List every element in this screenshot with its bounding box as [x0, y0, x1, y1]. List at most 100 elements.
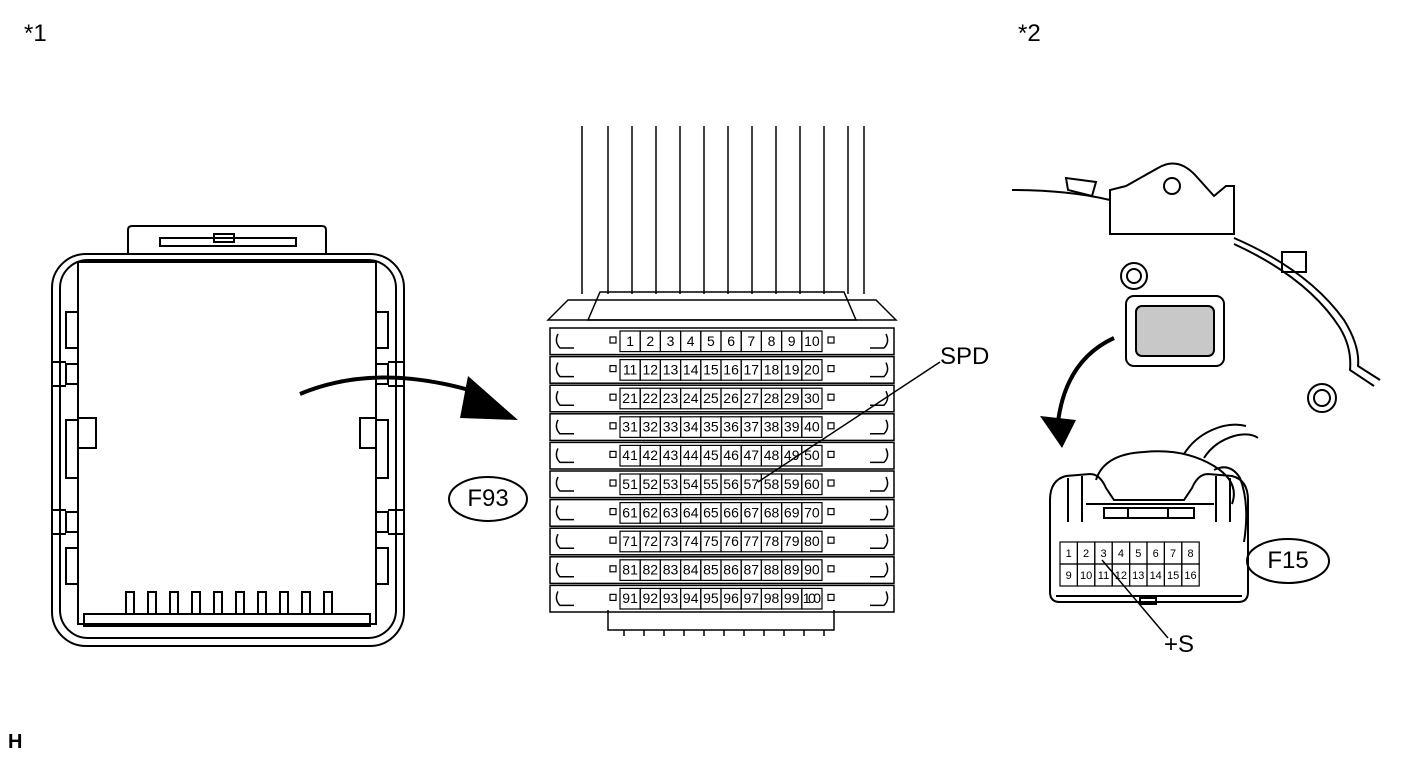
pin-number: 30	[804, 390, 820, 406]
pin-number: 15	[1167, 570, 1179, 582]
pin-number: 98	[764, 590, 780, 606]
pin-number: 37	[744, 419, 760, 435]
pin-number: 55	[703, 476, 719, 492]
pin-number: 10	[1080, 570, 1092, 582]
pin-number: 52	[643, 476, 659, 492]
pin-number: 79	[784, 533, 800, 549]
pin-number: 56	[723, 476, 739, 492]
pin-number: 21	[622, 390, 638, 406]
pin-number: 12	[643, 361, 659, 377]
pin-number: 80	[804, 533, 820, 549]
pin-number: 73	[663, 533, 679, 549]
pin-number: 72	[643, 533, 659, 549]
pin-number: 42	[643, 447, 659, 463]
pin-number: 9	[1066, 570, 1072, 582]
pin-number: 5	[707, 333, 715, 349]
pin-number: 1	[1066, 548, 1072, 560]
pin-number: 4	[687, 333, 695, 349]
pin-number: 59	[784, 476, 800, 492]
pin-number: 9	[788, 333, 796, 349]
pin-number: 54	[683, 476, 699, 492]
pin-number: 82	[643, 562, 659, 578]
pin-number: 20	[804, 361, 820, 377]
pin-number: 27	[744, 390, 760, 406]
pin-number: 19	[784, 361, 800, 377]
pin-number: 13	[663, 361, 679, 377]
pin-number: 90	[804, 562, 820, 578]
pin-number: 11	[1098, 570, 1109, 582]
pin-number: 7	[1170, 548, 1176, 560]
pin-number: 74	[683, 533, 699, 549]
ecu-housing	[51, 225, 405, 647]
pin-cell	[801, 330, 823, 353]
pin-number: 96	[723, 590, 739, 606]
pin-number: 16	[723, 361, 739, 377]
plus-s-leader-line	[1101, 559, 1169, 639]
pin-number: 69	[784, 504, 800, 520]
pin-cell	[801, 587, 823, 610]
pin-number: 14	[683, 361, 699, 377]
spd-callout-label: SPD	[940, 343, 990, 370]
pin-number: 18	[764, 361, 780, 377]
pin-number: 99	[784, 590, 800, 606]
pin-number: 85	[703, 562, 719, 578]
pin-cell	[801, 444, 823, 467]
pin-number: 87	[744, 562, 760, 578]
pin-number: 2	[1083, 548, 1089, 560]
pin-number: 92	[643, 590, 659, 606]
pin-cell	[801, 530, 823, 553]
pin-number: 7	[747, 333, 755, 349]
pin-cell	[801, 359, 823, 381]
corner-mark: H	[8, 731, 23, 753]
f15-label: F15	[1267, 547, 1309, 574]
pin-number: 8	[1187, 548, 1193, 560]
pin-number: 97	[744, 590, 760, 606]
pin-number: 24	[683, 390, 699, 406]
pin-number: 64	[683, 504, 699, 520]
pin-number: 32	[643, 419, 659, 435]
pin-number: 13	[1132, 570, 1144, 582]
pin-number: 46	[723, 447, 739, 463]
pin-number: 45	[703, 447, 719, 463]
pin-number: 100	[803, 590, 821, 606]
pin-number: 88	[764, 562, 780, 578]
pin-number: 89	[784, 562, 800, 578]
figure-ref-2: *2	[1018, 20, 1041, 47]
pin-number: 26	[723, 390, 739, 406]
pin-number: 53	[663, 476, 679, 492]
pin-number: 31	[622, 419, 638, 435]
right-arrow	[1040, 336, 1115, 448]
pin-number: 62	[643, 504, 659, 520]
pin-number: 71	[622, 533, 638, 549]
pin-number: 10	[804, 333, 820, 349]
pin-number: 75	[703, 533, 719, 549]
pin-number: 41	[622, 447, 638, 463]
pin-number: 77	[744, 533, 760, 549]
pin-number: 94	[683, 590, 699, 606]
pin-number: 51	[622, 476, 638, 492]
pin-number: 83	[663, 562, 679, 578]
pin-number: 23	[663, 390, 679, 406]
pin-number: 33	[663, 419, 679, 435]
pin-number: 38	[764, 419, 780, 435]
pin-number: 28	[764, 390, 780, 406]
pin-number: 57	[744, 476, 760, 492]
pin-number: 67	[744, 504, 760, 520]
pin-number: 2	[646, 333, 654, 349]
component-outline	[1011, 162, 1381, 413]
pin-number: 17	[744, 361, 760, 377]
pin-number: 44	[683, 447, 699, 463]
pin-number: 84	[683, 562, 699, 578]
pin-number: 65	[703, 504, 719, 520]
pin-number: 81	[622, 562, 638, 578]
pin-cell	[801, 502, 823, 524]
plus-s-callout-label: +S	[1164, 631, 1195, 658]
